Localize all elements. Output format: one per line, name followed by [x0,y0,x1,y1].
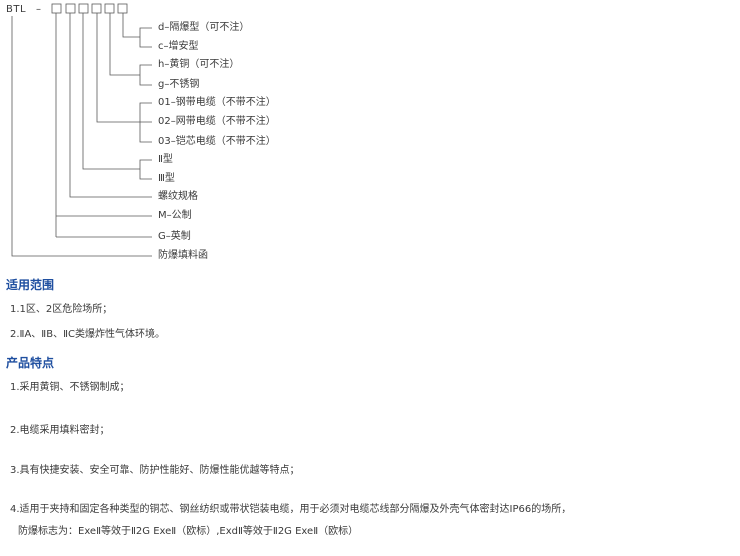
scope-item-2: 2.ⅡA、ⅡB、ⅡC类爆炸性气体环境。 [10,329,165,340]
connector-protection [122,13,152,48]
option-d: d–隔爆型（可不注） [158,22,250,33]
code-box-1 [51,3,62,14]
connector-cable [96,13,152,143]
feature-item-4: 4.适用于夹持和固定各种类型的铜芯、钢丝纺织或带状铠装电缆，用于必须对电缆芯线部… [10,504,572,515]
feature-item-1: 1.采用黄铜、不锈钢制成； [10,382,130,393]
connector-standard [55,13,152,238]
model-prefix: BTL [6,4,27,15]
feature-item-3: 3.具有快捷安装、安全可靠、防护性能好、防爆性能优越等特点； [10,465,300,476]
code-box-2 [65,3,76,14]
option-imperial: G–英制 [158,231,191,242]
model-dash: – [36,4,42,15]
feature-item-4-marking: 防爆标志为：ExeⅡ等效于Ⅱ2G ExeⅡ（欧标）,ExdⅡ等效于Ⅱ2G Exe… [18,526,359,537]
option-type-2: Ⅱ型 [158,154,173,165]
option-g: g–不锈钢 [158,79,200,90]
code-box-6 [117,3,128,14]
option-01: 01–钢带电缆（不带不注） [158,97,276,108]
connector-material [109,13,152,86]
features-title: 产品特点 [6,356,55,370]
connector-type [82,13,152,180]
option-type-3: Ⅲ型 [158,173,175,184]
option-metric: M–公制 [158,210,192,221]
code-box-3 [78,3,89,14]
code-box-4 [91,3,102,14]
scope-title: 适用范围 [6,278,55,292]
connector-thread [69,13,152,198]
option-03: 03–铠芯电缆（不带不注） [158,136,276,147]
option-02: 02–网带电缆（不带不注） [158,116,276,127]
option-h: h–黄铜（可不注） [158,59,240,70]
code-box-5 [104,3,115,14]
option-c: c–增安型 [158,41,199,52]
scope-item-1: 1.1区、2区危险场所； [10,304,113,315]
option-thread: 螺纹规格 [158,191,198,202]
feature-item-2: 2.电缆采用填料密封； [10,425,110,436]
connector-name [11,16,152,257]
option-product-name: 防爆填料函 [158,250,208,261]
